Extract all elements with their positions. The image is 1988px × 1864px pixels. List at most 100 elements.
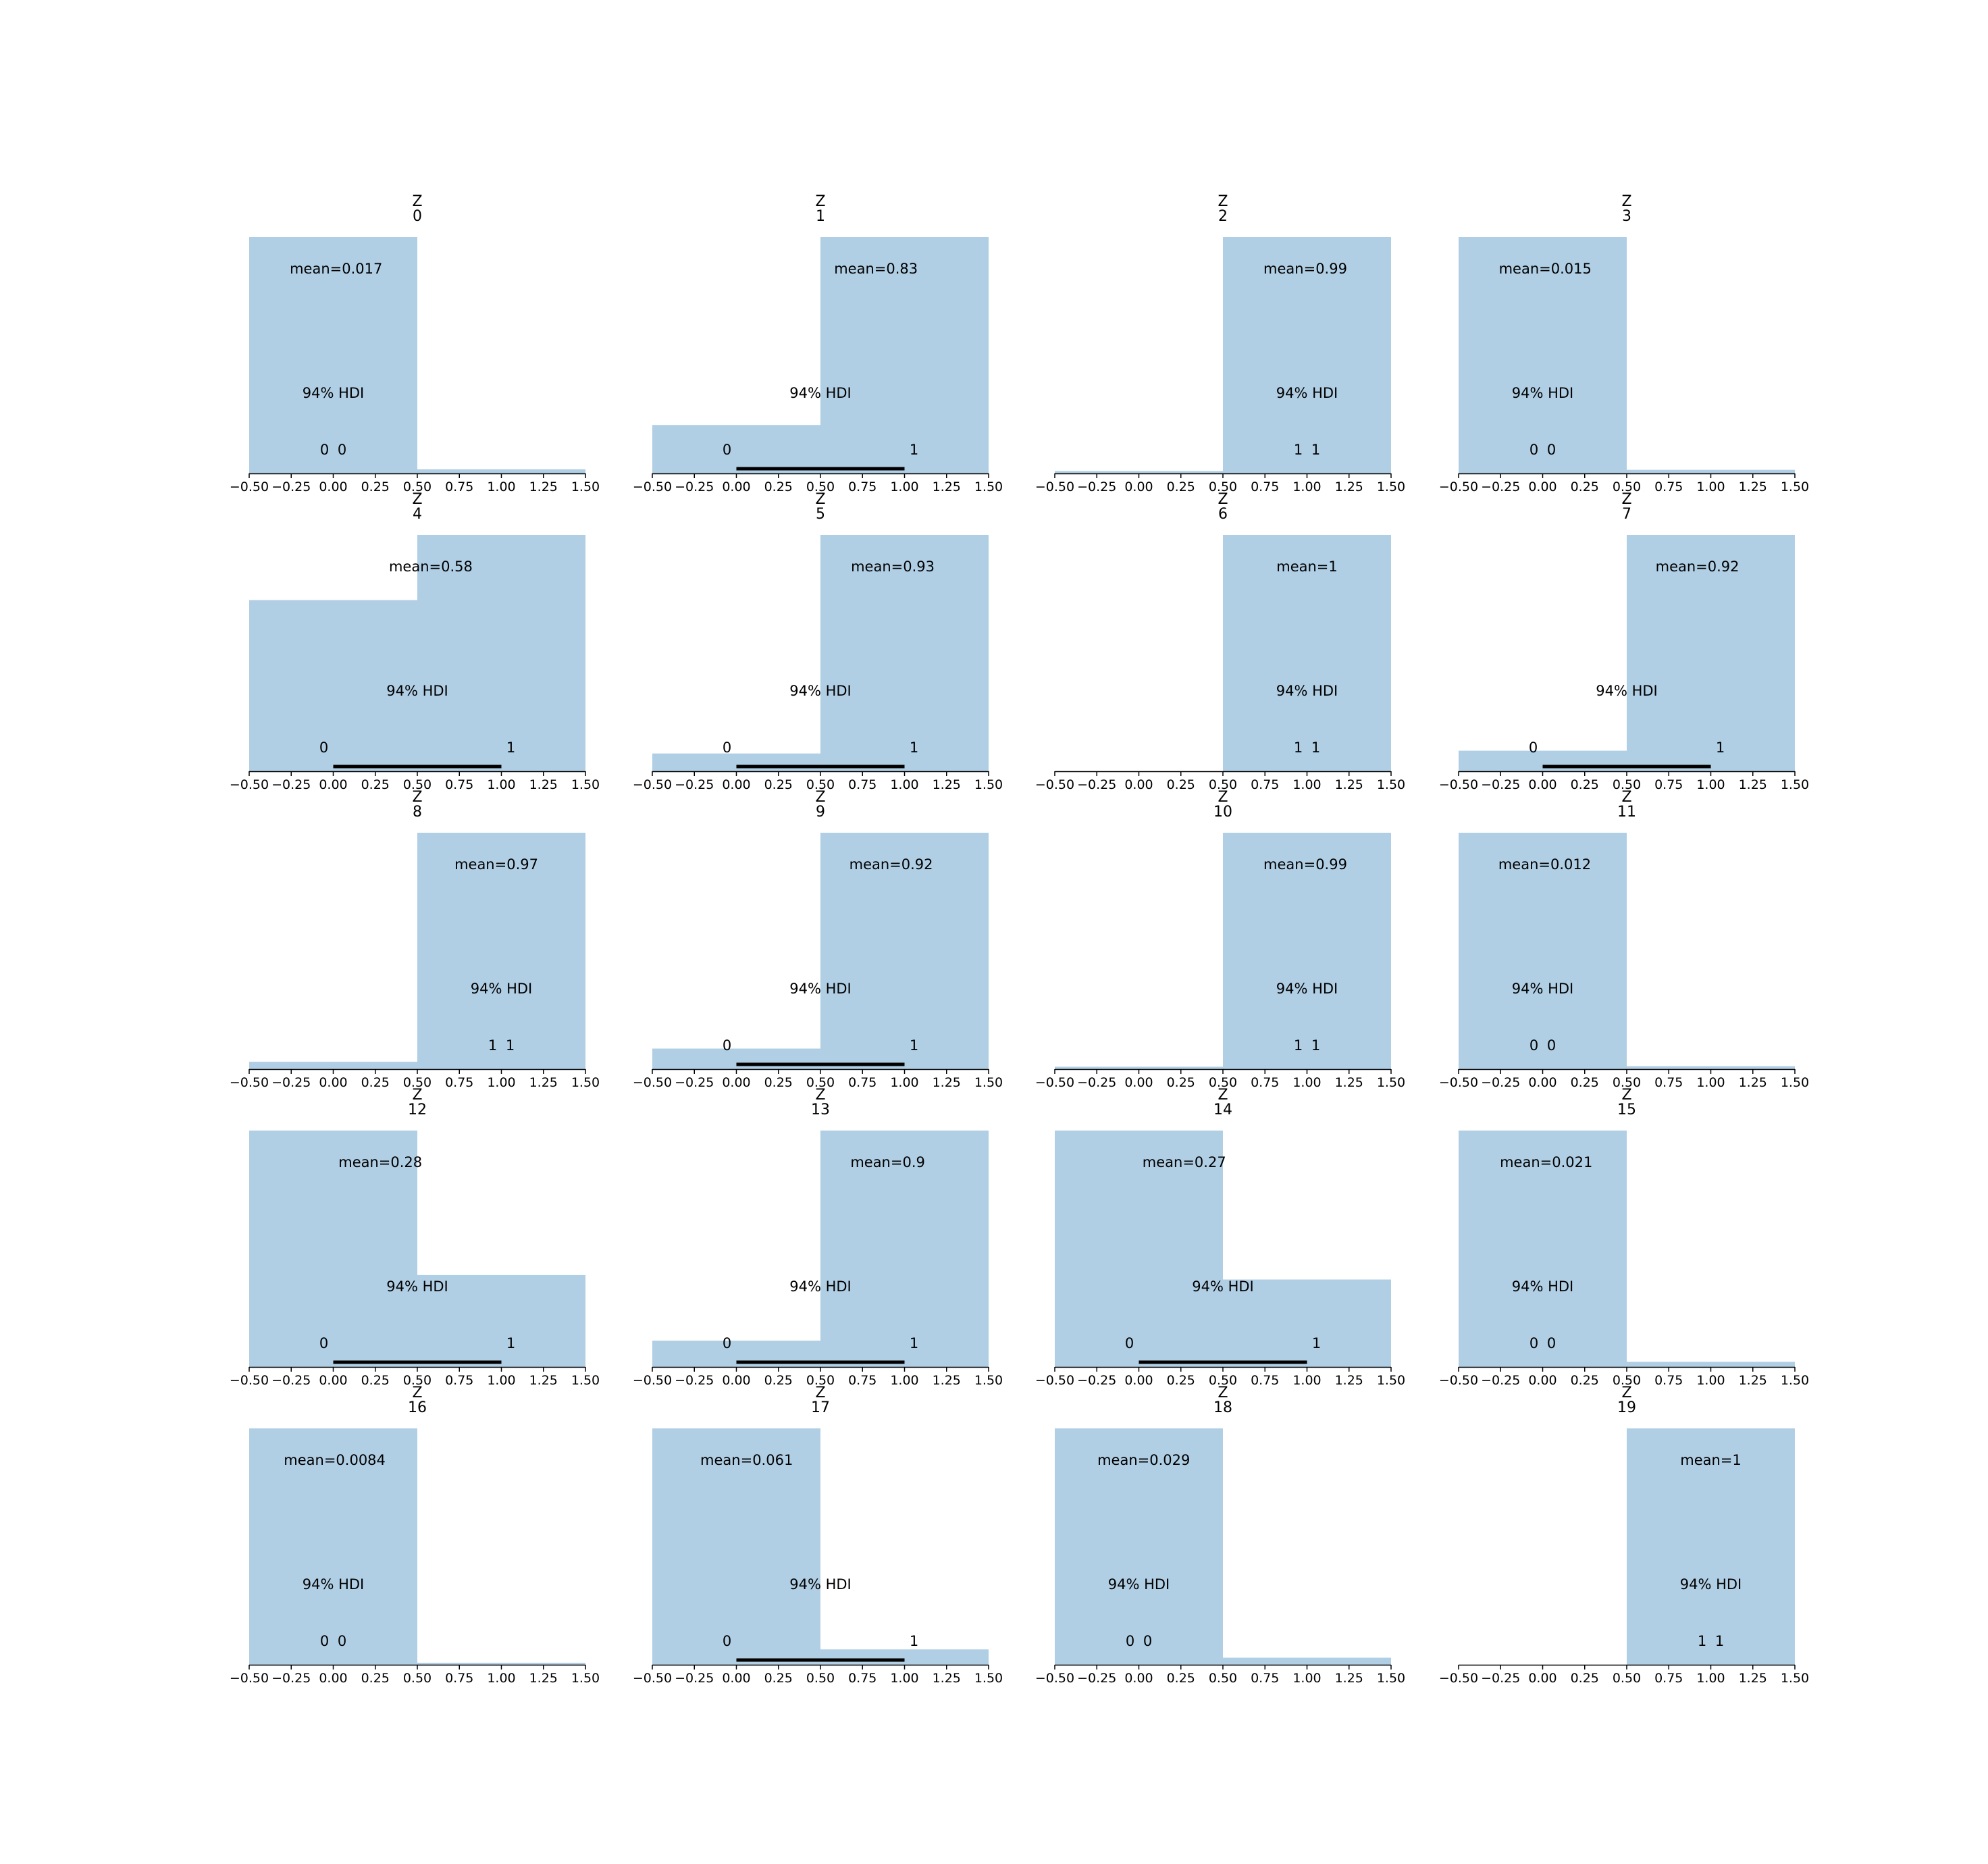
x-tick-label: 0.50 [1613, 1075, 1641, 1090]
x-tick-label: 0.00 [722, 1671, 750, 1686]
panel-title: Z [1621, 193, 1631, 210]
histogram-bar [1223, 535, 1391, 771]
x-tick-label: 1.50 [571, 777, 600, 792]
hdi-upper-label: 0 [338, 1633, 346, 1649]
x-tick-label: 1.50 [1377, 1671, 1405, 1686]
x-tick-label: −0.50 [633, 1671, 672, 1686]
x-tick-label: 1.25 [529, 1671, 558, 1686]
x-tick-label: −0.25 [1481, 1671, 1520, 1686]
x-tick-label: 0.75 [445, 1671, 473, 1686]
panel-title: Z [1621, 1384, 1631, 1401]
panel-title: 8 [413, 804, 422, 821]
histogram-bar [1055, 471, 1223, 473]
x-tick-label: 1.00 [1696, 1373, 1725, 1388]
hdi-lower-label: 0 [723, 1335, 731, 1351]
x-tick-label: 0.50 [403, 480, 431, 494]
hdi-label: 94% HDI [1596, 683, 1658, 699]
mean-label: mean=0.28 [338, 1154, 422, 1170]
hdi-label: 94% HDI [789, 981, 852, 997]
hdi-lower-label: 0 [723, 1037, 731, 1054]
hdi-lower-label: 0 [1529, 1335, 1538, 1351]
hdi-upper-label: 0 [1547, 1037, 1556, 1054]
x-tick-label: 0.25 [361, 1671, 390, 1686]
hdi-upper-label: 1 [910, 1633, 918, 1649]
histogram-bar [1459, 1131, 1627, 1367]
x-tick-label: 0.00 [1124, 480, 1153, 494]
x-tick-label: −0.50 [230, 1373, 269, 1388]
x-tick-label: 1.25 [1335, 1075, 1363, 1090]
histogram-bar [417, 1274, 585, 1367]
x-tick-label: 0.75 [1251, 777, 1279, 792]
x-tick-label: 1.25 [529, 480, 558, 494]
hdi-label: 94% HDI [303, 385, 365, 401]
panel-title: 12 [408, 1102, 427, 1118]
hdi-label: 94% HDI [386, 683, 448, 699]
mean-label: mean=0.92 [849, 856, 933, 873]
x-tick-label: 0.00 [1528, 1671, 1557, 1686]
x-tick-label: 1.50 [974, 1075, 1003, 1090]
panel-title: Z [412, 789, 422, 806]
hdi-lower-label: 0 [319, 1335, 328, 1351]
x-tick-label: 0.50 [403, 777, 431, 792]
hdi-lower-label: 0 [1529, 740, 1538, 756]
x-tick-label: −0.50 [230, 1075, 269, 1090]
x-tick-label: 0.00 [319, 777, 347, 792]
x-tick-label: −0.25 [1481, 1075, 1520, 1090]
x-tick-label: −0.50 [633, 777, 672, 792]
x-tick-label: 1.50 [1781, 1671, 1809, 1686]
x-tick-label: −0.25 [271, 1671, 311, 1686]
x-tick-label: 0.25 [1571, 1671, 1599, 1686]
histogram-bar [652, 425, 820, 473]
x-tick-label: 1.25 [1739, 1373, 1767, 1388]
x-tick-label: 1.00 [487, 777, 515, 792]
histogram-bar [249, 600, 417, 771]
x-tick-label: 0.00 [1528, 480, 1557, 494]
x-tick-label: 0.50 [1613, 1671, 1641, 1686]
x-tick-label: 0.00 [1528, 1373, 1557, 1388]
x-tick-label: −0.25 [675, 1075, 714, 1090]
panel-title: 1 [816, 208, 825, 225]
panel-title: 17 [811, 1399, 830, 1416]
x-tick-label: 0.00 [1124, 1373, 1153, 1388]
x-tick-label: 1.00 [487, 1373, 515, 1388]
x-tick-label: −0.50 [633, 480, 672, 494]
x-tick-label: 1.00 [487, 480, 515, 494]
panel-title: Z [815, 1384, 825, 1401]
mean-label: mean=0.021 [1500, 1154, 1592, 1170]
panel-title: Z [1621, 789, 1631, 806]
panel-title: Z [412, 1087, 422, 1104]
mean-label: mean=0.029 [1097, 1452, 1190, 1468]
histogram-bar [249, 237, 417, 473]
x-tick-label: 0.00 [319, 1075, 347, 1090]
x-tick-label: 1.25 [1739, 480, 1767, 494]
panel-title: 4 [413, 506, 422, 523]
mean-label: mean=0.012 [1498, 856, 1591, 873]
x-tick-label: −0.25 [675, 777, 714, 792]
histogram-bar [1223, 1657, 1391, 1665]
panel-title: 15 [1617, 1102, 1636, 1118]
hdi-upper-label: 0 [338, 442, 346, 458]
x-tick-label: 0.75 [848, 1671, 877, 1686]
x-tick-label: 0.75 [848, 1373, 877, 1388]
hdi-lower-label: 0 [1529, 442, 1538, 458]
x-tick-label: 0.00 [1124, 777, 1153, 792]
x-tick-label: 0.50 [806, 1373, 835, 1388]
x-tick-label: −0.25 [271, 777, 311, 792]
x-tick-label: −0.50 [1439, 777, 1478, 792]
x-tick-label: 1.00 [890, 1671, 918, 1686]
x-tick-label: 0.75 [1654, 1671, 1683, 1686]
mean-label: mean=0.017 [290, 261, 382, 277]
panel-title: Z [412, 491, 422, 508]
x-tick-label: 0.50 [1209, 480, 1237, 494]
x-tick-label: −0.25 [1481, 777, 1520, 792]
x-tick-label: 1.50 [1377, 480, 1405, 494]
histogram-bar [1223, 833, 1391, 1069]
x-tick-label: −0.50 [1035, 1075, 1074, 1090]
x-tick-label: −0.50 [1035, 777, 1074, 792]
